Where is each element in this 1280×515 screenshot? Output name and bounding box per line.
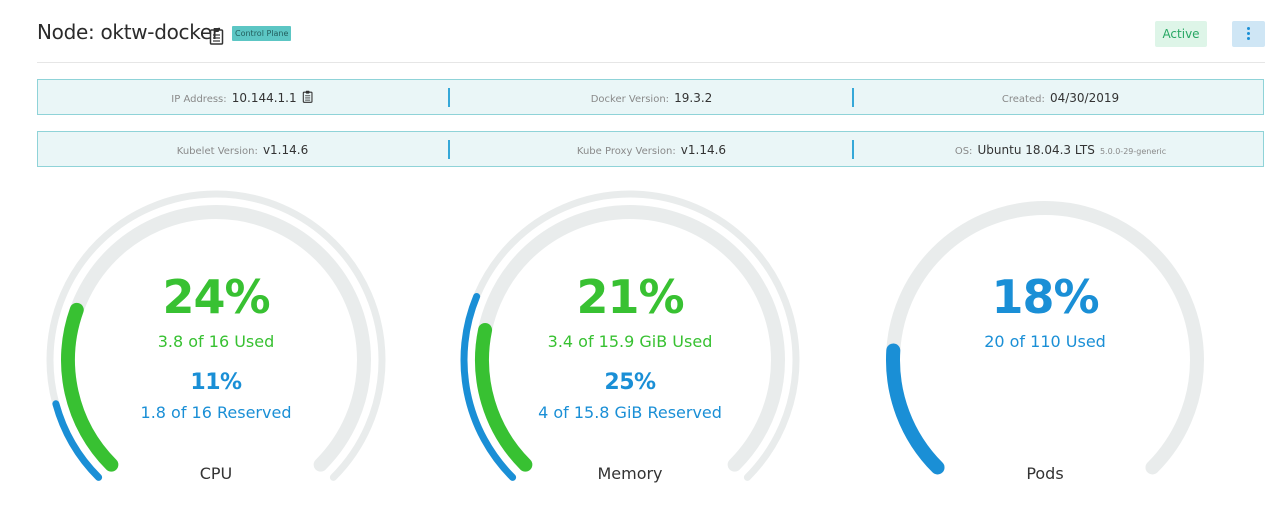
cpu-used-percent: 24% (162, 270, 270, 324)
created-cell: Created: 04/30/2019 (856, 80, 1265, 114)
docker-version-cell: Docker Version: 19.3.2 (447, 80, 856, 114)
os-label: OS: (954, 146, 973, 157)
kube-proxy-version-value: v1.14.6 (680, 143, 727, 157)
kube-proxy-version-cell: Kube Proxy Version: v1.14.6 (447, 132, 856, 166)
divider (852, 140, 854, 159)
copy-icon[interactable] (209, 26, 225, 50)
reserved-arc (460, 292, 517, 481)
node-title: Node: oktw-docker (37, 20, 220, 44)
divider (852, 88, 854, 107)
memory-used-percent: 21% (576, 270, 684, 324)
memory-reserved-text: 4 of 15.8 GiB Reserved (538, 403, 722, 422)
used-arc (475, 322, 533, 472)
ip-address-cell: IP Address: 10.144.1.1 (38, 80, 447, 114)
created-value: 04/30/2019 (1049, 91, 1120, 105)
memory-reserved-percent: 25% (604, 370, 656, 395)
page-title: Node: oktw-docker (37, 20, 224, 45)
divider (448, 88, 450, 107)
memory-used-text: 3.4 of 15.9 GiB Used (547, 332, 713, 351)
pods-used-text: 20 of 110 Used (984, 332, 1106, 351)
memory-gauge-arcs (460, 190, 800, 481)
cpu-reserved-text: 1.8 of 16 Reserved (140, 403, 292, 422)
used-arc (886, 343, 945, 475)
divider (448, 140, 450, 159)
memory-gauge: 21% 3.4 of 15.9 GiB Used 25% 4 of 15.8 G… (445, 175, 815, 515)
pods-gauge: 18% 20 of 110 Used Pods (860, 175, 1230, 515)
cpu-gauge-arcs (46, 190, 386, 481)
copy-icon[interactable] (302, 81, 314, 115)
pods-gauge-arcs (886, 201, 1204, 475)
memory-gauge-label: Memory (597, 464, 663, 483)
control-plane-badge: Control Plane (232, 26, 292, 41)
cpu-reserved-percent: 11% (190, 370, 242, 395)
info-bar-2: Kubelet Version: v1.14.6 Kube Proxy Vers… (37, 131, 1264, 167)
os-value: Ubuntu 18.04.3 LTS (977, 143, 1095, 157)
used-arc (61, 302, 119, 472)
cpu-gauge-label: CPU (199, 464, 233, 483)
cpu-used-text: 3.8 of 16 Used (157, 332, 275, 351)
kubelet-version-value: v1.14.6 (262, 143, 309, 157)
pods-used-percent: 18% (991, 270, 1099, 324)
pods-gauge-label: Pods (1026, 464, 1064, 483)
kube-proxy-version-label: Kube Proxy Version: (576, 146, 676, 157)
ip-address-value: 10.144.1.1 (231, 91, 297, 105)
kebab-menu-icon[interactable] (1232, 21, 1265, 47)
kubelet-version-cell: Kubelet Version: v1.14.6 (38, 132, 447, 166)
os-cell: OS: Ubuntu 18.04.3 LTS 5.0.0-29-generic (856, 132, 1265, 166)
cpu-gauge: 24% 3.8 of 16 Used 11% 1.8 of 16 Reserve… (31, 175, 401, 515)
status-badge: Active (1155, 21, 1207, 47)
reserved-track (46, 190, 386, 481)
ip-address-label: IP Address: (171, 94, 227, 105)
docker-version-label: Docker Version: (590, 94, 670, 105)
info-bar-1: IP Address: 10.144.1.1 Docker Version: 1… (37, 79, 1264, 115)
docker-version-value: 19.3.2 (674, 91, 713, 105)
os-kernel: 5.0.0-29-generic (1099, 147, 1167, 156)
kubelet-version-label: Kubelet Version: (176, 146, 258, 157)
reserved-arc (52, 400, 103, 481)
created-label: Created: (1001, 94, 1045, 105)
page-header: Node: oktw-docker Control Plane Active (37, 16, 1265, 63)
